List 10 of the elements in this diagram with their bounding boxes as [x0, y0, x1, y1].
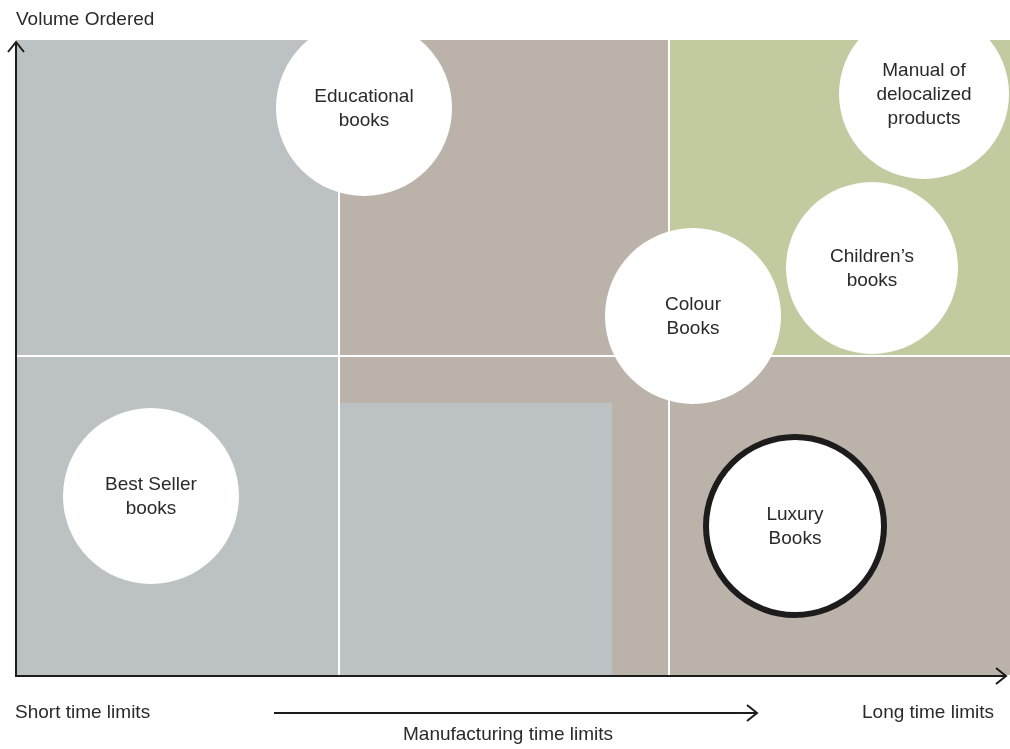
category-label: Colour Books — [664, 292, 722, 340]
axis-label: Short time limits — [15, 701, 151, 723]
category-label: Manual of delocalized products — [875, 58, 973, 130]
category-label: Luxury Books — [765, 502, 825, 550]
category-label: Best Seller books — [104, 472, 198, 520]
axis-label: Manufacturing time limits — [403, 723, 614, 745]
category-label: Educational books — [313, 84, 415, 132]
axis-label: Long time limits — [862, 701, 994, 723]
category-label: Children’s books — [828, 244, 916, 292]
axis-label: Volume Ordered — [16, 8, 155, 30]
